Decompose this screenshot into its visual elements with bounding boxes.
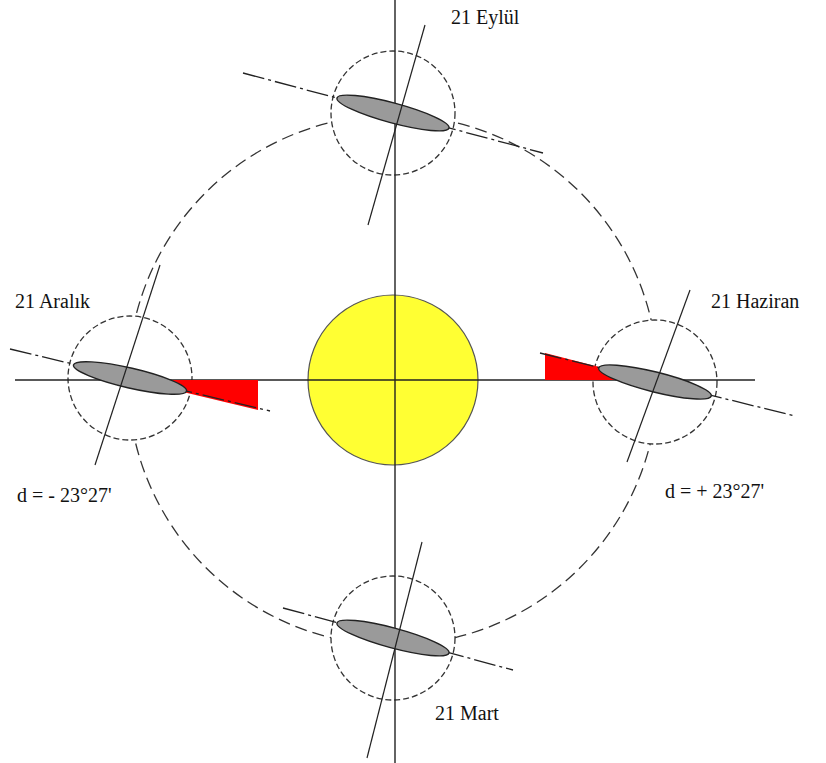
equator-plane-line [243, 73, 543, 153]
equator-plane-line [10, 349, 270, 411]
declination-label: d = + 23°27' [662, 480, 767, 502]
equator-disk [596, 358, 713, 405]
rotation-axis [95, 265, 160, 465]
rotation-axis [368, 25, 425, 225]
equator-disk [71, 355, 189, 401]
earth-outline [68, 316, 192, 440]
declination-label: d = - 23°27' [14, 484, 115, 506]
equator-plane-line [540, 353, 795, 416]
earth-outline [331, 51, 455, 175]
date-label: 21 Aralık [12, 290, 93, 312]
date-label: 21 Haziran [708, 290, 802, 312]
equator-disk [334, 88, 451, 137]
date-label: 21 Mart [432, 702, 502, 724]
rotation-axis [627, 290, 690, 462]
earth-outline [331, 576, 455, 700]
rotation-axis [367, 542, 422, 758]
earth-outline [593, 320, 717, 444]
date-label: 21 Eylül [448, 6, 522, 28]
equator-plane-line [283, 608, 513, 670]
